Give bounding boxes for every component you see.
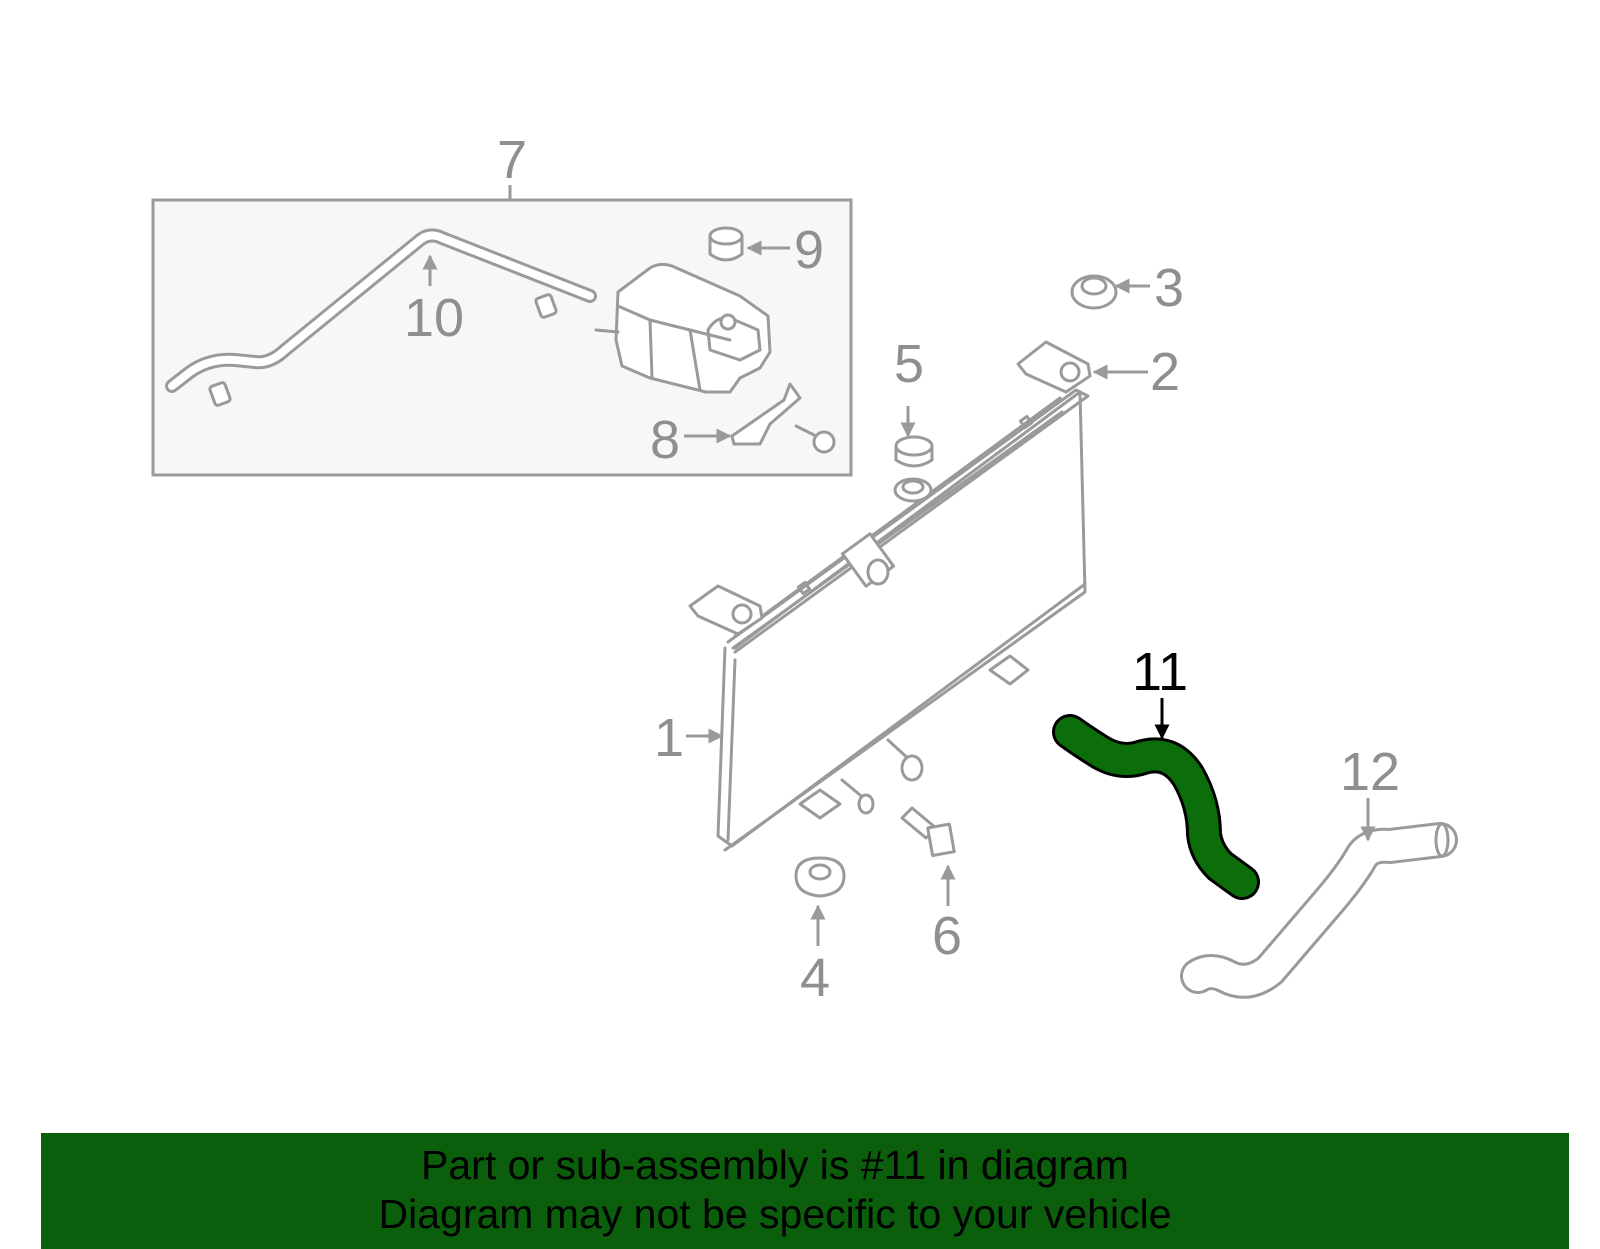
banner-line-1: Part or sub-assembly is #11 in diagram bbox=[421, 1142, 1129, 1188]
callout-4: 4 bbox=[800, 948, 830, 1008]
callout-3: 3 bbox=[1154, 258, 1184, 318]
callout-2: 2 bbox=[1150, 342, 1180, 402]
upper-hose-highlighted[interactable] bbox=[1052, 714, 1260, 900]
radiator bbox=[688, 340, 1092, 852]
callout-10: 10 bbox=[404, 288, 464, 348]
reservoir-bracket bbox=[730, 382, 802, 446]
callout-1: 1 bbox=[654, 708, 684, 768]
drain-plug-5 bbox=[894, 435, 934, 468]
callout-leaders bbox=[422, 240, 1376, 946]
callout-6: 6 bbox=[932, 906, 962, 966]
bracket-bolt bbox=[794, 424, 836, 454]
grommet-3 bbox=[1070, 274, 1118, 310]
reservoir-cap bbox=[708, 226, 744, 262]
sensor-6 bbox=[900, 806, 956, 858]
coolant-reservoir bbox=[594, 262, 772, 394]
callout-9: 9 bbox=[794, 220, 824, 280]
callout-11: 11 bbox=[1132, 642, 1188, 702]
overflow-hose bbox=[165, 228, 597, 393]
callout-12: 12 bbox=[1340, 742, 1400, 802]
callout-8: 8 bbox=[650, 410, 680, 470]
callout-5: 5 bbox=[894, 334, 924, 394]
mount-4 bbox=[794, 856, 846, 898]
hose-clip-left bbox=[208, 381, 232, 407]
banner-line-2: Diagram may not be specific to your vehi… bbox=[378, 1191, 1172, 1237]
hose-clip-right bbox=[534, 293, 558, 319]
info-banner: Part or sub-assembly is #11 in diagram D… bbox=[41, 1133, 1569, 1249]
callout-7: 7 bbox=[497, 130, 527, 190]
lower-hose bbox=[1180, 822, 1458, 999]
